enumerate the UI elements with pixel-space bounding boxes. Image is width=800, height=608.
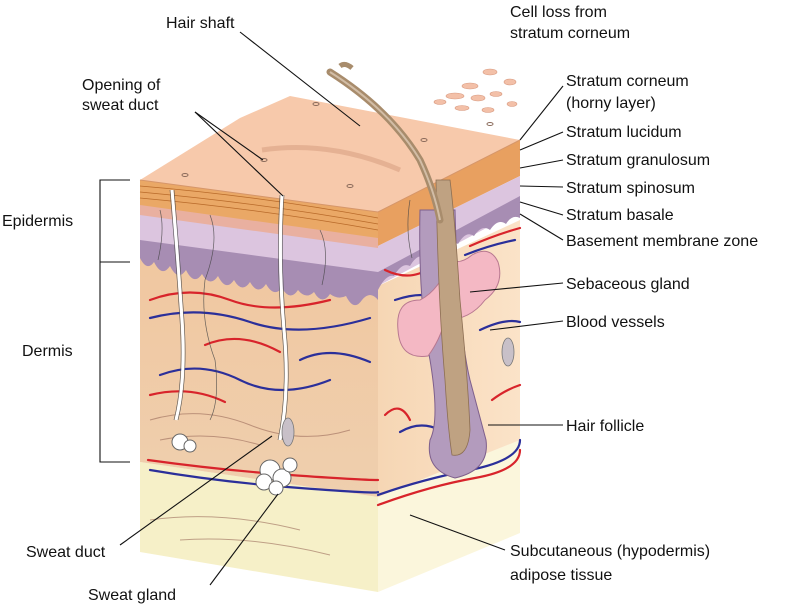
label-sweat-duct: Sweat duct <box>26 544 106 561</box>
label-sweat-gland: Sweat gland <box>88 587 176 604</box>
skin-surface-top <box>140 96 520 212</box>
leader-lines <box>99 31 564 586</box>
surface-pores <box>181 102 494 188</box>
label-hair-shaft: Hair shaft <box>166 15 235 32</box>
label-stratum-basale: Stratum basale <box>566 207 674 224</box>
label-subcutaneous-line2: adipose tissue <box>510 567 612 584</box>
label-epidermis: Epidermis <box>2 213 73 230</box>
label-cell-loss-line1: Cell loss from <box>510 4 607 21</box>
corpuscle <box>501 337 515 367</box>
hair-root <box>435 179 471 456</box>
corpuscle <box>281 417 295 447</box>
label-stratum-corneum-line2: (horny layer) <box>566 95 656 112</box>
cell-loss-flakes <box>433 68 518 113</box>
label-blood-vessels: Blood vessels <box>566 314 665 331</box>
stratum-corneum-front <box>140 180 378 246</box>
sweat-gland-coil <box>255 457 298 496</box>
stratum-basale-front <box>140 240 378 306</box>
label-stratum-corneum-line1: Stratum corneum <box>566 73 689 90</box>
sweat-gland-coil-small <box>171 433 197 453</box>
label-stratum-spinosum: Stratum spinosum <box>566 180 695 197</box>
nerve-endings <box>157 199 413 421</box>
label-hair-follicle: Hair follicle <box>566 418 644 435</box>
hypodermis-front <box>140 462 378 592</box>
label-subcutaneous-line1: Subcutaneous (hypodermis) <box>510 543 710 560</box>
label-opening-line1: Opening of <box>82 77 161 94</box>
label-basement-membrane: Basement membrane zone <box>566 233 758 250</box>
label-stratum-granulosum: Stratum granulosum <box>566 152 710 169</box>
sweat-ducts <box>170 189 288 441</box>
sweat-duct-outlines <box>169 189 289 441</box>
labels: Hair shaft Cell loss from stratum corneu… <box>2 4 758 604</box>
stratum-granulosum-front <box>140 205 378 248</box>
hypodermis-side <box>378 440 520 592</box>
dermal-fibers <box>149 413 351 556</box>
label-stratum-lucidum: Stratum lucidum <box>566 124 682 141</box>
label-cell-loss-line2: stratum corneum <box>510 25 630 42</box>
label-sebaceous-gland: Sebaceous gland <box>566 276 690 293</box>
label-opening-line2: sweat duct <box>82 97 159 114</box>
corneum-lines <box>139 185 379 231</box>
stratum-basale-side <box>378 196 520 290</box>
label-dermis: Dermis <box>22 343 73 360</box>
